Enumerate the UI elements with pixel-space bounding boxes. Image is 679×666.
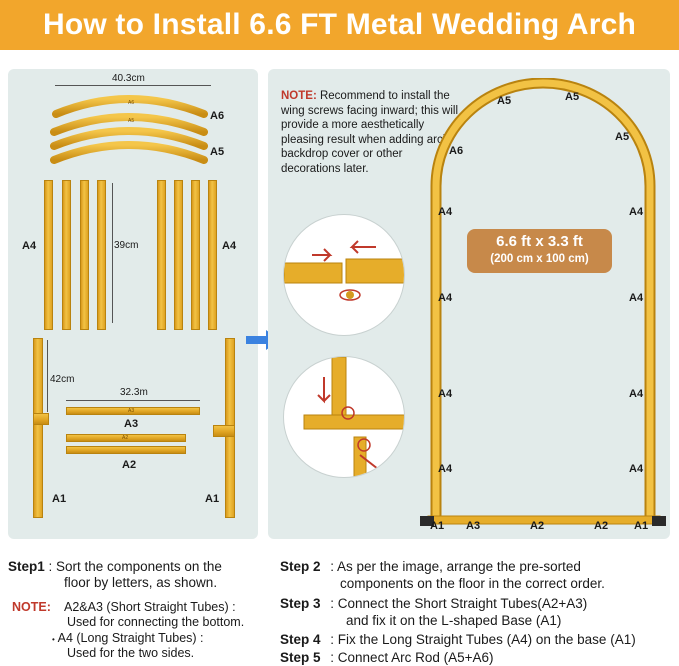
base-height-dim-line [47, 340, 48, 412]
label-a4-left: A4 [22, 240, 37, 252]
step5-key: Step 5 [280, 650, 321, 665]
arch-bottom-a2-right: A2 [594, 520, 609, 532]
step1-text-1: : Sort the components on the [48, 559, 222, 574]
detail-circle-connection [283, 214, 405, 336]
arc-a6-mark: A6 [128, 100, 135, 106]
step4: Step 4 : Fix the Long Straight Tubes (A4… [280, 631, 636, 648]
step4-text: : Fix the Long Straight Tubes (A4) on th… [330, 632, 636, 647]
arch-bottom-a3: A3 [466, 520, 481, 532]
arc-a5-1 [50, 113, 208, 136]
arch-label-a4-l4: A4 [438, 463, 453, 475]
step4-key: Step 4 [280, 632, 321, 647]
step1-note-key: NOTE: [12, 600, 51, 614]
label-a2: A2 [122, 459, 137, 471]
page-title: How to Install 6.6 FT Metal Wedding Arch [42, 8, 637, 41]
step1: Step1 : Sort the components on the [8, 558, 222, 575]
step2-key: Step 2 [280, 559, 321, 574]
detail-circle-base [283, 356, 405, 478]
arch-bottom-a2-left: A2 [530, 520, 545, 532]
wing-screw-note: NOTE: Recommend to install the wing scre… [281, 89, 461, 176]
short-tube-dim-line [66, 400, 200, 401]
note-text: Recommend to install the wing screws fac… [281, 90, 459, 175]
step3-key: Step 3 [280, 596, 321, 611]
arch-label-a4-r4: A4 [629, 463, 644, 475]
note-a2a3: A2&A3 (Short Straight Tubes) : [64, 600, 236, 614]
arch-bottom-a1-right: A1 [634, 520, 649, 532]
step3-line2: and fix it on the L-shaped Base (A1) [346, 613, 562, 628]
note-a4: • A4 (Long Straight Tubes) : [52, 631, 204, 645]
tube-a2-1 [66, 434, 186, 442]
step1-key: Step1 [8, 559, 45, 574]
note-a4-text: A4 (Long Straight Tubes) : [57, 631, 204, 645]
label-a3: A3 [124, 418, 139, 430]
step3: Step 3 : Connect the Short Straight Tube… [280, 595, 587, 612]
label-a4-right: A4 [222, 240, 237, 252]
arch-label-a4-l1: A4 [438, 206, 453, 218]
tube-a4-right-4 [208, 180, 217, 330]
arc-a6 [52, 95, 208, 118]
note-key: NOTE: [281, 90, 317, 102]
step2-text-1: : As per the image, arrange the pre-sort… [330, 559, 581, 574]
tube-a4-left-1 [44, 180, 53, 330]
base-height-dim: 42cm [50, 374, 75, 385]
arc-pieces-illustration [50, 95, 208, 164]
tube-a4-left-4 [97, 180, 106, 330]
size-badge-cm: (200 cm x 100 cm) [490, 253, 589, 265]
tube-a4-left-2 [62, 180, 71, 330]
step5-text: : Connect Arc Rod (A5+A6) [330, 650, 494, 665]
arch-label-a5-left: A5 [497, 95, 512, 107]
label-a6: A6 [210, 110, 225, 122]
arch-label-a4-l2: A4 [438, 292, 453, 304]
note-a4-use: Used for the two sides. [67, 646, 195, 660]
arch-label-a4-l3: A4 [438, 388, 453, 400]
assembled-arch-illustration [420, 78, 666, 526]
arch-label-a4-r1: A4 [629, 206, 644, 218]
arc-a5-2 [50, 127, 208, 150]
tube-a2-mark: A2 [122, 435, 129, 441]
step5: Step 5 : Connect Arc Rod (A5+A6) [280, 649, 494, 666]
title-banner: How to Install 6.6 FT Metal Wedding Arch [0, 0, 679, 50]
arch-label-a4-r3: A4 [629, 388, 644, 400]
step1-note: NOTE: [12, 599, 51, 616]
long-tube-dim-line [112, 183, 113, 323]
arc-a5-mark: A5 [128, 118, 135, 124]
step1-line2: floor by letters, as shown. [64, 575, 218, 590]
tube-a4-left-3 [80, 180, 89, 330]
base-a1-right-foot [213, 425, 235, 437]
label-a1-left: A1 [52, 493, 67, 505]
arch-label-a6: A6 [449, 145, 464, 157]
base-a1-left-foot [33, 413, 49, 425]
label-a1-right: A1 [205, 493, 220, 505]
arc-a5-3 [50, 141, 208, 164]
tube-a4-right-2 [174, 180, 183, 330]
step3-text-1: : Connect the Short Straight Tubes(A2+A3… [330, 596, 588, 611]
step2-line2: components on the floor in the correct o… [340, 576, 605, 591]
size-badge: 6.6 ft x 3.3 ft (200 cm x 100 cm) [467, 229, 612, 273]
arch-bottom-a1-left: A1 [430, 520, 445, 532]
tube-a4-right-3 [191, 180, 200, 330]
size-badge-ft: 6.6 ft x 3.3 ft [496, 233, 583, 250]
tube-a3 [66, 407, 200, 415]
arc-width-dim-line [55, 85, 211, 86]
arc-width-dim: 40.3cm [112, 73, 145, 84]
arch-label-a5-mid: A5 [565, 91, 580, 103]
label-a5: A5 [210, 146, 225, 158]
short-tube-dim: 32.3m [120, 387, 148, 398]
tube-a4-right-1 [157, 180, 166, 330]
arch-frame [430, 78, 656, 522]
long-tube-dim: 39cm [114, 240, 139, 251]
base-a1-left-upright [33, 338, 43, 518]
arch-label-a5-right: A5 [615, 131, 630, 143]
step2: Step 2 : As per the image, arrange the p… [280, 558, 581, 575]
tube-a3-mark: A3 [128, 408, 135, 414]
arch-label-a4-r2: A4 [629, 292, 644, 304]
tube-a2-2 [66, 446, 186, 454]
note-a2a3-use: Used for connecting the bottom. [67, 615, 245, 629]
